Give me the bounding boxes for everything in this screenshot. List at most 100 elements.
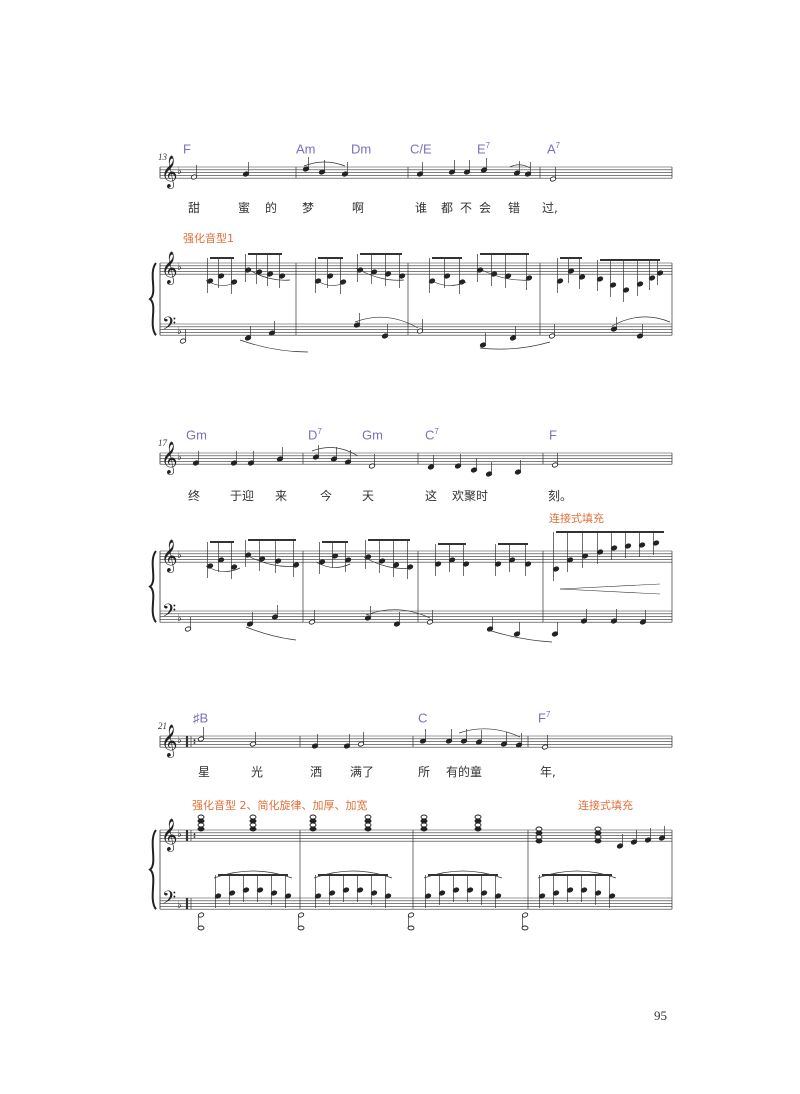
slur (509, 164, 531, 169)
treble-clef-icon: 𝄞 (161, 818, 178, 852)
note-head (297, 925, 305, 931)
chord-note-head (594, 838, 602, 844)
chord-note-head (420, 822, 428, 828)
lyric-syllable: 年, (540, 765, 556, 779)
chord-note-head (197, 822, 205, 828)
chord-note-head (249, 826, 257, 832)
slur (429, 279, 467, 286)
flat-icon: ♭ (177, 326, 182, 337)
lyric-syllable: 梦 (302, 201, 315, 215)
chord-note-head (535, 830, 543, 836)
measure-number: 17 (158, 438, 167, 448)
flat-icon: ♭ (177, 613, 182, 624)
chord-note-head (535, 826, 543, 832)
chord-symbol: Gm (362, 427, 383, 443)
chord-symbol: C7 (425, 427, 439, 443)
slur (313, 870, 393, 879)
slur (537, 870, 617, 879)
chord-note-head (249, 814, 257, 820)
chord-note-head (474, 818, 482, 824)
slur (245, 554, 299, 567)
repeat-dot (193, 836, 196, 838)
flat-icon: ♭ (177, 550, 182, 561)
lyric-syllable: 蜜 (238, 201, 251, 215)
measure-number: 21 (158, 721, 167, 731)
lyric-syllable: 错 (508, 201, 521, 215)
slur (239, 339, 309, 353)
flat-icon: ♭ (177, 262, 182, 273)
slur (315, 279, 347, 286)
flat-icon: ♭ (177, 452, 182, 463)
flat-icon: ♭ (177, 829, 182, 840)
chord-symbol: F7 (538, 710, 551, 726)
chord-symbol: C/E (410, 141, 432, 157)
chord-note-head (594, 834, 602, 840)
chord-note-head (535, 838, 543, 844)
slur (363, 556, 413, 569)
chord-note-head (594, 830, 602, 836)
arrangement-annotation: 强化音型 2、简化旋律、加厚、加宽 (192, 799, 368, 812)
crescendo-hairpin (559, 583, 661, 590)
lyric-syllable: 所 (418, 765, 431, 779)
chord-note-head (309, 826, 317, 832)
arrangement-annotation: 强化音型1 (183, 232, 234, 245)
treble-clef-icon: 𝄞 (161, 539, 178, 573)
chord-note-head (364, 822, 372, 828)
chord-note-head (309, 814, 317, 820)
lyric-syllable: 啊 (352, 201, 365, 215)
flat-icon: ♭ (177, 735, 182, 746)
bass-clef-icon: 𝄢 (162, 601, 176, 626)
chord-note-head (594, 826, 602, 832)
lyric-syllable: 终 (188, 489, 201, 503)
chord-symbol: C (418, 710, 428, 726)
lyric-syllable: 会 (479, 201, 492, 215)
piano-brace (148, 550, 157, 623)
slur (205, 279, 237, 286)
slur (213, 870, 293, 879)
treble-clef-icon: 𝄞 (161, 724, 178, 758)
lyric-syllable: 不 (460, 201, 473, 215)
lyric-syllable: 的 (265, 201, 278, 215)
lyric-syllable: 今 (320, 489, 333, 503)
chord-symbol: Gm (186, 427, 207, 443)
chord-symbol: F (183, 141, 191, 157)
lyric-syllable: 刻。 (548, 489, 573, 503)
slur (245, 626, 297, 641)
arrangement-annotation: 连接式填充 (578, 799, 633, 812)
treble-clef-icon: 𝄞 (161, 155, 178, 189)
chord-note-head (249, 822, 257, 828)
repeat-dot (193, 833, 196, 836)
chord-note-head (364, 826, 372, 832)
bass-clef-icon: 𝄢 (162, 314, 176, 339)
chord-note-head (364, 818, 372, 824)
lyric-syllable: 满了 (350, 765, 375, 779)
chord-note-head (474, 826, 482, 832)
chord-note-head (249, 818, 257, 824)
flat-icon: ♭ (177, 166, 182, 177)
flat-icon: ♭ (177, 900, 182, 911)
slur (458, 728, 521, 738)
piano-brace (148, 262, 157, 336)
chord-symbol: D7 (308, 427, 322, 443)
chord-note-head (197, 826, 205, 832)
slur (205, 565, 241, 572)
chord-note-head (197, 818, 205, 824)
chord-note-head (474, 822, 482, 828)
lyric-syllable: 洒 (310, 765, 323, 779)
page-number: 95 (654, 1008, 667, 1023)
chord-note-head (474, 814, 482, 820)
slur (315, 561, 351, 568)
chord-note-head (309, 818, 317, 824)
slur (487, 629, 553, 643)
note-head (407, 925, 415, 931)
crescendo-hairpin (559, 588, 661, 595)
chord-note-head (309, 822, 317, 828)
lyric-syllable: 甜 (188, 201, 201, 215)
chord-symbol: A7 (547, 141, 561, 157)
chord-note-head (535, 834, 543, 840)
chord-note-head (364, 814, 372, 820)
lyric-syllable: 过, (542, 201, 558, 215)
chord-symbol: Am (296, 141, 316, 157)
note-head (197, 925, 205, 931)
